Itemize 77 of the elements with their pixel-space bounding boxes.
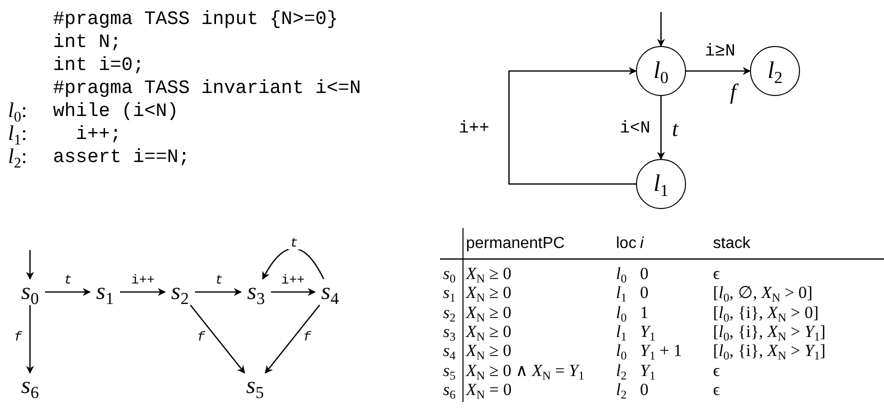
table-cell: Y$_{1}$ + 1 (640, 342, 682, 360)
line-label: l$_{0}$: (8, 100, 28, 121)
table-cell: l$_{0}$ (616, 304, 627, 321)
arrow (190, 304, 246, 374)
location-circle: l$_{0}$ (636, 46, 686, 96)
table-cell: 0 (640, 265, 648, 282)
code-line: i++; (74, 125, 122, 144)
table-cell: l$_{0}$ (616, 265, 627, 282)
branch-label: t (672, 118, 678, 140)
arrow (271, 288, 316, 296)
table-cell: [l$_{0}$, {i}, X$_{N}$ > Y$_{1}$] (713, 342, 826, 360)
location-circle: l$_{1}$ (636, 159, 686, 209)
state-label: s$_{1}$ (90, 279, 120, 305)
table-cell: X$_{N}$ ≥ 0 (466, 265, 512, 282)
line-label: l$_{1}$: (8, 123, 28, 144)
table-cell: X$_{N}$ ≥ 0 (466, 284, 512, 302)
state-label: s$_{2}$ (165, 279, 195, 305)
arrow (195, 288, 242, 296)
arrow (264, 304, 320, 374)
column-header: loc (616, 236, 636, 252)
table-cell: 0 (640, 284, 648, 302)
table-cell: X$_{N}$ = 0 (466, 380, 512, 398)
state-label: s$_{6}$ (15, 373, 45, 399)
code-line: assert i==N; (53, 148, 190, 167)
location-circle: l$_{2}$ (750, 46, 800, 96)
line-label: l$_{2}$: (8, 146, 28, 167)
row-header: s$_{0}$ (443, 265, 456, 282)
code-line: #pragma TASS invariant i<=N (53, 79, 361, 98)
code-line: int N; (53, 33, 122, 52)
column-header: permanentPC (466, 236, 565, 252)
state-label: s$_{5}$ (240, 373, 270, 399)
table-cell: l$_{2}$ (616, 380, 627, 398)
table-cell: X$_{N}$ ≥ 0 (466, 342, 512, 360)
code-line: while (i<N) (53, 102, 178, 121)
edge-label: i++ (129, 274, 157, 286)
table-cell: [l$_{0}$, {i}, X$_{N}$ > Y$_{1}$] (713, 322, 826, 340)
code-line: #pragma TASS input {N>=0} (53, 10, 338, 29)
branch-label: f (730, 81, 736, 103)
row-header: s$_{4}$ (443, 342, 456, 360)
table-cell: 0 (640, 380, 648, 398)
arrow (657, 96, 665, 160)
curved-arrow (262, 248, 324, 280)
table-cell: X$_{N}$ ≥ 0 (466, 322, 512, 340)
state-label: s$_{4}$ (315, 279, 345, 305)
row-header: s$_{1}$ (443, 284, 456, 302)
row-header: s$_{6}$ (443, 380, 456, 398)
column-header: i (640, 236, 644, 252)
column-header: stack (713, 236, 750, 252)
table-cell: l$_{1}$ (616, 322, 627, 340)
row-header: s$_{3}$ (443, 322, 456, 340)
table-cell: ϵ (713, 265, 720, 282)
arrow (45, 288, 91, 296)
table-cell: ϵ (713, 362, 720, 378)
table-cell: ϵ (713, 380, 720, 398)
table-cell: [l$_{0}$, {i}, X$_{N}$ > 0] (713, 304, 819, 321)
row-header: s$_{2}$ (443, 304, 456, 321)
arrow (26, 305, 34, 374)
table-cell: l$_{0}$ (616, 342, 627, 360)
arrow (120, 288, 166, 296)
edge-label: i++ (279, 274, 307, 286)
table-cell: [l$_{0}$, ∅, X$_{N}$ > 0] (713, 284, 813, 302)
row-header: s$_{5}$ (443, 362, 456, 378)
table-cell: Y$_{1}$ (640, 322, 656, 340)
arrow (686, 67, 751, 75)
state-label: s$_{3}$ (241, 279, 271, 305)
code-line: int i=0; (53, 56, 144, 75)
table-cell: 1 (640, 304, 648, 321)
state-label: s$_{0}$ (15, 279, 45, 305)
table-cell: Y$_{1}$ (640, 362, 656, 378)
table-cell: l$_{2}$ (616, 362, 627, 378)
table-cell: X$_{N}$ ≥ 0 (466, 304, 512, 321)
table-cell: X$_{N}$ ≥ 0 ∧ X$_{N}$ = Y$_{1}$ (466, 362, 584, 378)
table-cell: l$_{1}$ (616, 284, 627, 302)
arrow (26, 250, 34, 280)
arrow (657, 12, 665, 47)
edge-label: t (288, 236, 300, 250)
arrow (508, 67, 637, 185)
